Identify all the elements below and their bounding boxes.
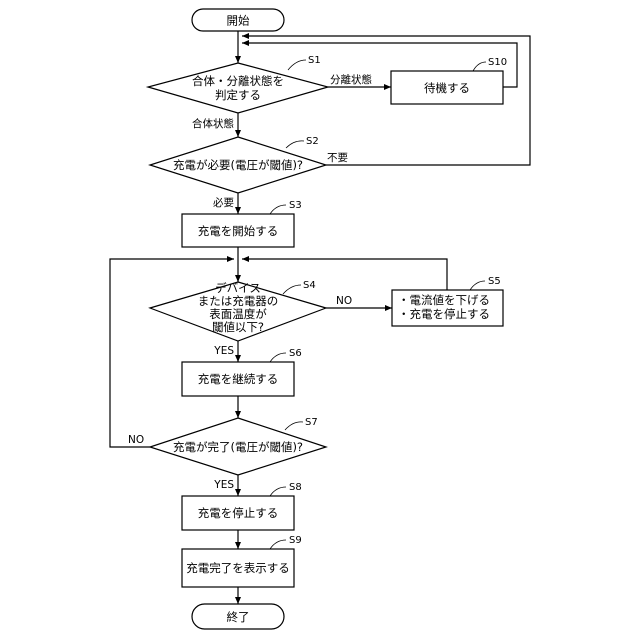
end-terminal: 終了 (192, 604, 284, 629)
edge-s5-loop (242, 259, 447, 290)
s4-line-2: または充電器の (198, 294, 279, 308)
s1-line-1: 合体・分離状態を (192, 74, 284, 88)
s8-step-label: S8 (289, 482, 302, 493)
s7-line-1: 充電が完了(電圧が閾値)? (173, 440, 303, 454)
s2-step-label: S2 (306, 136, 319, 147)
start-terminal: 開始 (192, 9, 284, 31)
end-label: 終了 (227, 610, 250, 624)
decision-s4: デバイス または充電器の 表面温度が 閾値以下? S4 (150, 280, 326, 341)
label-s7-no: NO (128, 434, 144, 446)
label-combined: 合体状態 (192, 117, 234, 130)
s6-step-label: S6 (289, 348, 302, 359)
s4-line-3: 表面温度が (209, 307, 267, 321)
process-s8: 充電を停止する S8 (182, 482, 302, 530)
process-s10: 待機する S10 (391, 57, 507, 104)
s1-step-label: S1 (308, 55, 321, 66)
label-not-needed: 不要 (327, 152, 348, 164)
s10-step-label: S10 (488, 57, 507, 68)
label-separated: 分離状態 (330, 73, 372, 86)
process-s6: 充電を継続する S6 (182, 348, 302, 396)
s7-step-label: S7 (305, 417, 318, 428)
s5-line-2: ・充電を停止する (398, 307, 490, 321)
s8-line-1: 充電を停止する (198, 506, 279, 520)
label-s4-yes: YES (213, 345, 234, 357)
start-label: 開始 (227, 14, 250, 28)
s10-line-1: 待機する (424, 81, 470, 95)
label-s7-yes: YES (213, 479, 234, 491)
s5-step-label: S5 (488, 276, 501, 287)
process-s3: 充電を開始する S3 (182, 200, 302, 247)
decision-s7: 充電が完了(電圧が閾値)? S7 (150, 417, 326, 475)
s3-step-label: S3 (289, 200, 302, 211)
label-needed: 必要 (213, 196, 234, 209)
s3-line-1: 充電を開始する (198, 224, 279, 238)
s5-line-1: ・電流値を下げる (398, 293, 490, 307)
s9-step-label: S9 (289, 535, 302, 546)
s2-line-1: 充電が必要(電圧が閾値)? (173, 158, 303, 172)
decision-s1: 合体・分離状態を 判定する S1 (148, 55, 328, 113)
s4-line-4: 閾値以下? (212, 320, 264, 334)
label-s4-no: NO (336, 295, 352, 307)
s1-line-2: 判定する (215, 88, 261, 102)
process-s9: 充電完了を表示する S9 (182, 535, 302, 587)
s4-step-label: S4 (303, 280, 316, 291)
s6-line-1: 充電を継続する (198, 372, 279, 386)
s4-line-1: デバイス (215, 281, 261, 295)
decision-s2: 充電が必要(電圧が閾値)? S2 (150, 136, 326, 193)
s9-line-1: 充電完了を表示する (186, 561, 290, 575)
